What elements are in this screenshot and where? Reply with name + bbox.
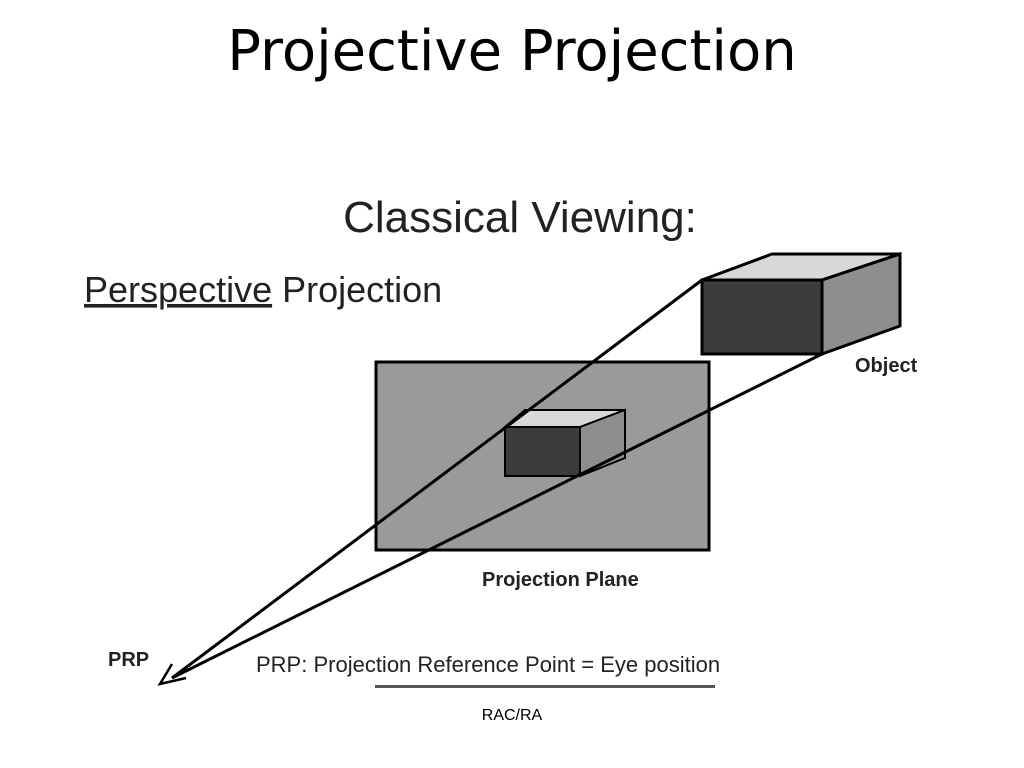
projection-plane-label: Projection Plane: [482, 569, 639, 591]
cropped-text-fragment: [375, 685, 715, 688]
figure-heading: Classical Viewing:: [343, 193, 697, 242]
slide-footer: RAC/RA: [481, 707, 543, 724]
projected-box: [502, 408, 626, 478]
slide-title: Projective Projection: [227, 19, 797, 84]
object-label: Object: [855, 355, 918, 377]
prp-arrowhead: [157, 663, 187, 686]
subheading-underlined-word: Perspective: [84, 269, 272, 310]
object-box-front: [700, 278, 824, 356]
projected-box-front: [504, 426, 581, 477]
prp-label: PRP: [108, 649, 149, 671]
prp-caption: PRP: Projection Reference Point = Eye po…: [256, 652, 720, 677]
figure-subheading: Perspective Projection: [84, 269, 442, 310]
subheading-rest: Projection: [272, 269, 442, 310]
projector-line-top: [171, 278, 703, 680]
object-box: [700, 251, 902, 357]
projector-line-bottom: [171, 352, 823, 680]
